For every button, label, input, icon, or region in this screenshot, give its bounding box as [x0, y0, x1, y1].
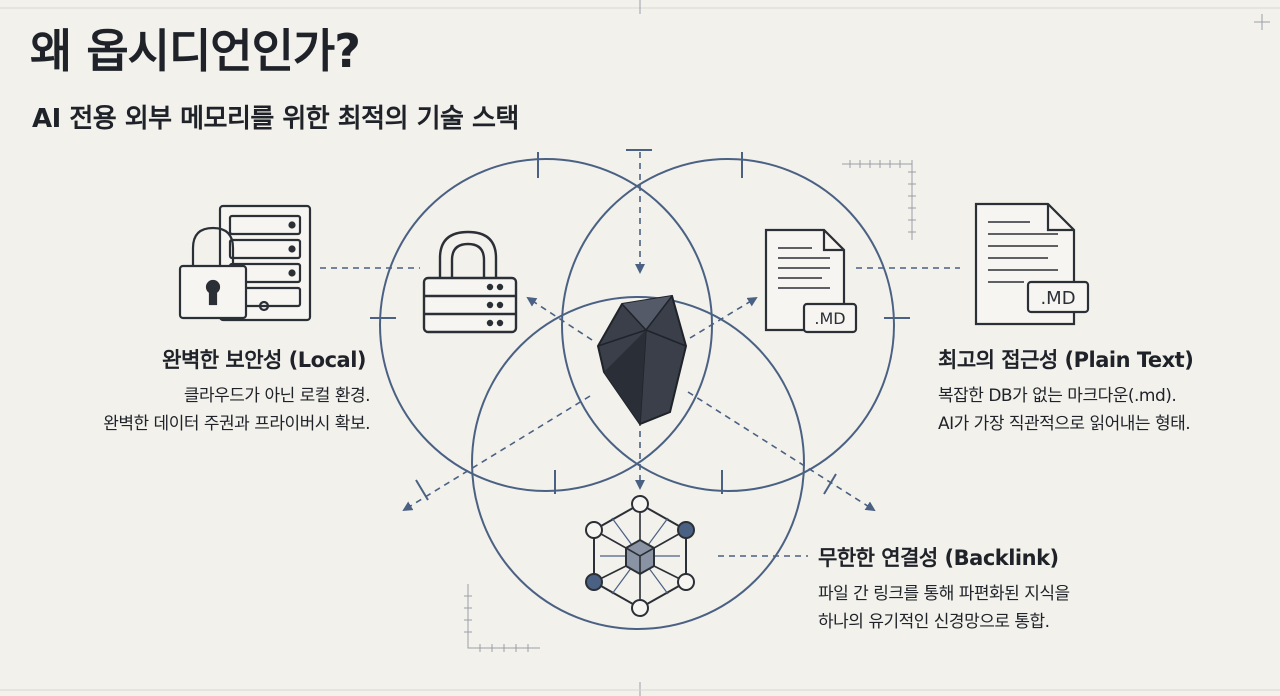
page-title: 왜 옵시디언인가? [30, 24, 361, 78]
circle-ticks [370, 149, 910, 501]
page-subtitle: AI 전용 외부 메모리를 위한 최적의 기술 스택 [32, 104, 519, 134]
feature-backlink-line1: 파일 간 링크를 통해 파편화된 지식을 [818, 584, 1070, 604]
feature-backlink-title: 무한한 연결성 (Backlink) [818, 546, 1059, 570]
md-label-outer: .MD [1040, 288, 1075, 309]
feature-local-line1: 클라우드가 아닌 로컬 환경. [183, 386, 371, 406]
feature-local-title: 완벽한 보안성 (Local) [162, 348, 366, 372]
secure-server-icon [422, 230, 518, 334]
feature-backlink-line2: 하나의 유기적인 신경망으로 통합. [818, 612, 1050, 632]
obsidian-gem-icon [596, 294, 688, 426]
markdown-file-icon: .MD [764, 228, 858, 334]
circle-backlink [471, 296, 805, 630]
feature-plain-text: 최고의 접근성 (Plain Text) 복잡한 DB가 없는 마크다운(.md… [938, 344, 1258, 438]
circle-plain-text [561, 158, 895, 492]
feature-plain-text-title: 최고의 접근성 (Plain Text) [938, 348, 1194, 372]
lock-server-icon [178, 204, 312, 322]
feature-backlink: 무한한 연결성 (Backlink) 파일 간 링크를 통해 파편화된 지식을 … [818, 542, 1158, 636]
network-graph-icon [585, 495, 695, 617]
feature-plain-text-line2: AI가 가장 직관적으로 읽어내는 형태. [938, 414, 1191, 434]
markdown-document-icon: .MD [974, 202, 1090, 326]
venn-circles [379, 158, 895, 630]
feature-local: 완벽한 보안성 (Local) 클라우드가 아닌 로컬 환경. 완벽한 데이터 … [0, 344, 370, 438]
feature-plain-text-line1: 복잡한 DB가 없는 마크다운(.md). [938, 386, 1177, 406]
feature-local-line2: 완벽한 데이터 주권과 프라이버시 확보. [103, 414, 370, 434]
connector-lines [320, 152, 960, 557]
md-label-inner: .MD [814, 309, 845, 328]
